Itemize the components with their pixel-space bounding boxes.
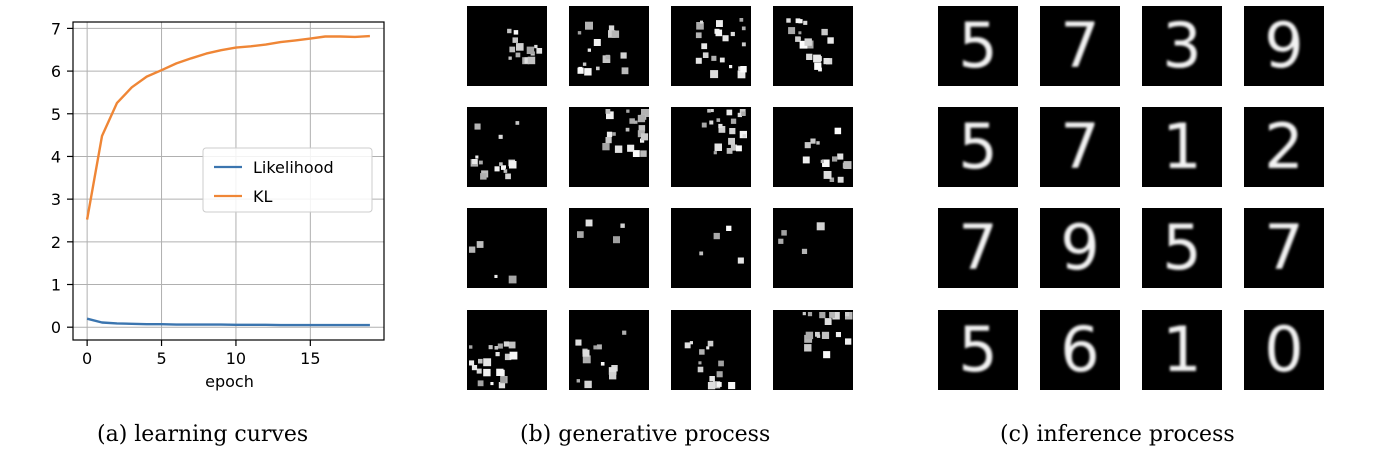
inferred-sample: 9	[1040, 208, 1120, 288]
legend-box	[202, 147, 373, 213]
digit-glyph: 5	[1162, 211, 1202, 284]
x-tick-label: 10	[226, 349, 246, 368]
digit-glyph: 5	[958, 313, 998, 386]
caption-b: (b) generative process	[520, 422, 771, 447]
generated-sample	[773, 310, 853, 390]
digit-glyph: 3	[1162, 9, 1202, 82]
inferred-sample: 7	[938, 208, 1018, 288]
generated-sample	[467, 208, 547, 288]
y-tick-label: 1	[51, 276, 61, 295]
y-tick-label: 5	[51, 105, 61, 124]
digit-glyph: 5	[958, 9, 998, 82]
digit-glyph: 7	[958, 211, 998, 284]
inferred-sample: 5	[938, 310, 1018, 390]
digit-glyph: 7	[1264, 211, 1304, 284]
y-tick-label: 7	[51, 19, 61, 38]
digit-glyph: 2	[1264, 110, 1304, 183]
generated-sample	[569, 310, 649, 390]
digit-glyph: 1	[1162, 110, 1202, 183]
series-lines	[85, 34, 370, 327]
generated-sample	[467, 107, 547, 187]
inferred-sample: 7	[1040, 6, 1120, 86]
generated-sample	[773, 6, 853, 86]
generated-sample	[569, 208, 649, 288]
generated-sample	[671, 107, 751, 187]
series-line-likelihood	[86, 317, 370, 327]
generated-sample	[569, 107, 649, 187]
caption-c: (c) inference process	[1000, 422, 1235, 447]
digit-glyph: 7	[1060, 110, 1100, 183]
generated-sample	[773, 107, 853, 187]
inferred-sample: 6	[1040, 310, 1120, 390]
axis-ticks: 0 5 10 15 0 1 2 3 4 5 6 7	[51, 19, 321, 368]
generated-sample	[467, 310, 547, 390]
inferred-sample: 1	[1142, 310, 1222, 390]
plot-frame	[72, 21, 385, 341]
learning-curves-chart: 0 5 10 15 0 1 2 3 4 5 6 7 epoch Likelihood KL	[51, 19, 385, 391]
generated-sample	[569, 6, 649, 86]
digit-glyph: 6	[1060, 313, 1100, 386]
inferred-sample: 5	[1142, 208, 1222, 288]
generated-sample	[671, 310, 751, 390]
inferred-sample: 7	[1244, 208, 1324, 288]
generated-sample	[467, 6, 547, 86]
legend: Likelihood KL	[202, 147, 373, 213]
digit-glyph: 9	[1264, 9, 1304, 82]
y-tick-label: 4	[51, 147, 61, 166]
inferred-sample: 5	[938, 6, 1018, 86]
y-tick-label: 2	[51, 233, 61, 252]
y-tick-label: 3	[51, 190, 61, 209]
x-tick-label: 5	[156, 349, 166, 368]
series-line-kl	[85, 34, 370, 220]
inferred-sample: 1	[1142, 107, 1222, 187]
legend-label-kl: KL	[253, 187, 272, 206]
x-tick-label: 15	[300, 349, 320, 368]
inferred-sample: 5	[938, 107, 1018, 187]
x-tick-label: 0	[82, 349, 92, 368]
generated-sample	[773, 208, 853, 288]
y-tick-label: 6	[51, 62, 61, 81]
y-tick-label: 0	[51, 318, 61, 337]
generated-sample	[671, 208, 751, 288]
inferred-sample: 2	[1244, 107, 1324, 187]
inferred-sample: 9	[1244, 6, 1324, 86]
inferred-sample: 7	[1040, 107, 1120, 187]
legend-label-likelihood: Likelihood	[253, 158, 334, 177]
x-axis-title: epoch	[205, 372, 254, 391]
inferred-sample: 3	[1142, 6, 1222, 86]
generated-sample	[671, 6, 751, 86]
digit-glyph: 1	[1162, 313, 1202, 386]
caption-a: (a) learning curves	[97, 422, 309, 447]
inferred-sample: 0	[1244, 310, 1324, 390]
digit-glyph: 9	[1060, 211, 1100, 284]
digit-glyph: 5	[958, 110, 998, 183]
digit-glyph: 0	[1264, 313, 1304, 386]
digit-glyph: 7	[1060, 9, 1100, 82]
